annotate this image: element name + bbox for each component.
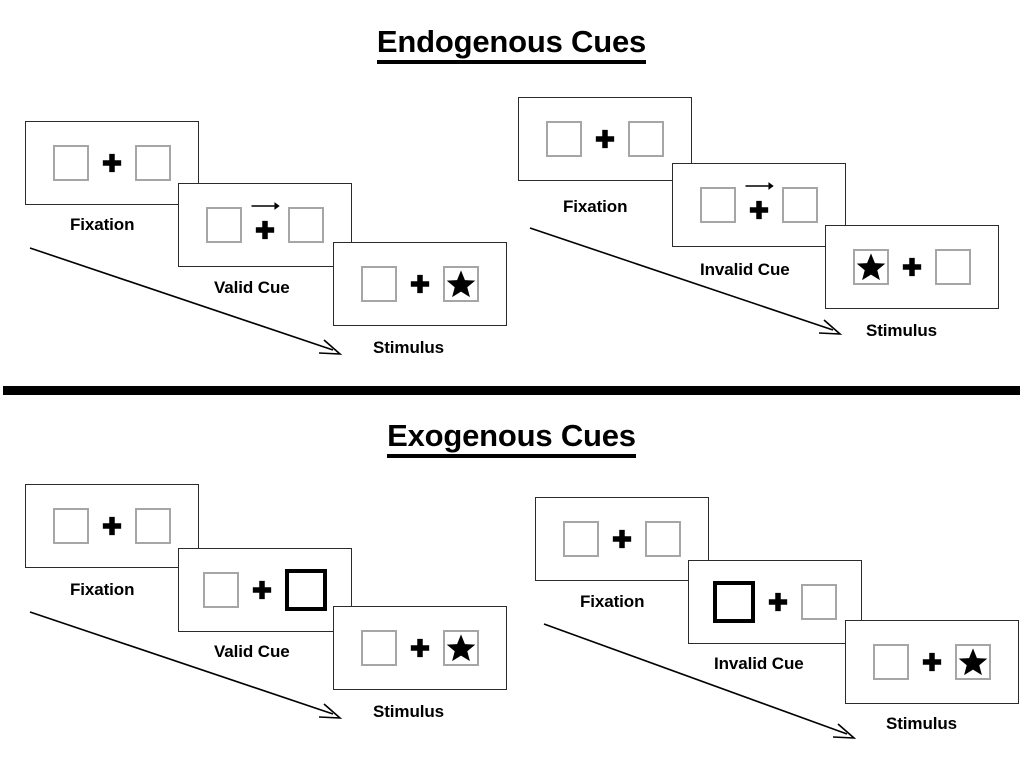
caption-exo-valid-stimulus: Stimulus xyxy=(373,702,444,721)
placeholder-box-left xyxy=(53,508,89,544)
panel-endo-invalid-stimulus xyxy=(825,225,999,309)
section-title-exogenous-text: Exogenous Cues xyxy=(387,418,636,458)
caption-exo-invalid-stimulus: Stimulus xyxy=(886,714,957,733)
fixation-cross-icon xyxy=(768,592,788,612)
fixation-cross-icon xyxy=(410,638,430,658)
fixation-cross-icon xyxy=(410,274,430,294)
fixation-cross-icon xyxy=(102,153,122,173)
panel-content xyxy=(536,498,708,580)
placeholder-box-right xyxy=(645,521,681,557)
placeholder-box-left xyxy=(203,572,239,608)
placeholder-box-right xyxy=(935,249,971,285)
caption-endo-invalid-stimulus: Stimulus xyxy=(866,321,937,340)
placeholder-box-left xyxy=(563,521,599,557)
star-icon xyxy=(958,648,988,676)
panel-endo-invalid-fixation xyxy=(518,97,692,181)
placeholder-box-right xyxy=(628,121,664,157)
time-flow-arrow-exo-valid xyxy=(29,611,343,719)
placeholder-box-right xyxy=(782,187,818,223)
placeholder-box-right xyxy=(135,145,171,181)
fixation-cross-icon xyxy=(612,529,632,549)
panel-content xyxy=(334,243,506,325)
fixation-cross-icon xyxy=(902,257,922,277)
placeholder-box-right-with-star xyxy=(443,266,479,302)
placeholder-box-left xyxy=(361,630,397,666)
fixation-center xyxy=(909,636,955,688)
panel-content xyxy=(26,122,198,204)
placeholder-box-right-with-star xyxy=(955,644,991,680)
panel-exo-valid-stimulus xyxy=(333,606,507,690)
panel-content xyxy=(846,621,1018,703)
panel-content xyxy=(689,561,861,643)
arrow-right-icon xyxy=(745,182,774,190)
section-title-endogenous: Endogenous Cues xyxy=(0,24,1023,64)
section-title-exogenous: Exogenous Cues xyxy=(0,418,1023,458)
fixation-cross-icon xyxy=(102,516,122,536)
star-icon xyxy=(446,270,476,298)
placeholder-box-left xyxy=(53,145,89,181)
panel-exo-valid-fixation xyxy=(25,484,199,568)
star-icon xyxy=(856,253,886,281)
fixation-center xyxy=(239,564,285,616)
caption-exo-invalid-cue: Invalid Cue xyxy=(714,654,804,673)
caption-endo-valid-fixation: Fixation xyxy=(70,215,135,234)
placeholder-box-left-cued xyxy=(713,581,755,623)
placeholder-box-right xyxy=(801,584,837,620)
fixation-center xyxy=(397,258,443,310)
fixation-center xyxy=(397,622,443,674)
placeholder-box-right-with-star xyxy=(443,630,479,666)
fixation-cross-icon xyxy=(922,652,942,672)
caption-exo-valid-fixation: Fixation xyxy=(70,580,135,599)
caption-endo-invalid-fixation: Fixation xyxy=(563,197,628,216)
star-icon xyxy=(446,634,476,662)
panel-endo-valid-fixation xyxy=(25,121,199,205)
caption-endo-invalid-cue: Invalid Cue xyxy=(700,260,790,279)
panel-endo-invalid-cue xyxy=(672,163,846,247)
fixation-center xyxy=(889,241,935,293)
fixation-cross-icon xyxy=(255,220,275,239)
caption-endo-valid-stimulus: Stimulus xyxy=(373,338,444,357)
fixation-center xyxy=(89,500,135,552)
placeholder-box-left xyxy=(700,187,736,223)
placeholder-box-left xyxy=(206,207,242,243)
fixation-cross-icon xyxy=(595,129,615,149)
fixation-center xyxy=(736,179,782,231)
panel-content xyxy=(673,164,845,246)
panel-endo-valid-stimulus xyxy=(333,242,507,326)
fixation-cross-icon xyxy=(749,200,769,219)
placeholder-box-right xyxy=(288,207,324,243)
placeholder-box-left-with-star xyxy=(853,249,889,285)
fixation-center xyxy=(599,513,645,565)
panel-exo-valid-cue xyxy=(178,548,352,632)
placeholder-box-right-cued xyxy=(285,569,327,611)
caption-exo-valid-cue: Valid Cue xyxy=(214,642,290,661)
panel-content xyxy=(26,485,198,567)
fixation-cross-icon xyxy=(252,580,272,600)
section-title-endogenous-text: Endogenous Cues xyxy=(376,24,646,64)
placeholder-box-left xyxy=(873,644,909,680)
panel-content xyxy=(179,184,351,266)
panel-exo-invalid-fixation xyxy=(535,497,709,581)
placeholder-box-left xyxy=(361,266,397,302)
placeholder-box-left xyxy=(546,121,582,157)
panel-content xyxy=(519,98,691,180)
fixation-center xyxy=(242,199,288,251)
panel-content xyxy=(334,607,506,689)
time-flow-arrow-endo-valid xyxy=(29,247,343,355)
panel-endo-valid-cue xyxy=(178,183,352,267)
panel-content xyxy=(179,549,351,631)
placeholder-box-right xyxy=(135,508,171,544)
fixation-center xyxy=(89,137,135,189)
time-flow-arrow-exo-invalid xyxy=(543,623,857,739)
panel-content xyxy=(826,226,998,308)
caption-exo-invalid-fixation: Fixation xyxy=(580,592,645,611)
arrow-right-icon xyxy=(251,202,280,210)
panel-exo-invalid-cue xyxy=(688,560,862,644)
section-divider xyxy=(3,386,1020,395)
caption-endo-valid-cue: Valid Cue xyxy=(214,278,290,297)
time-flow-arrow-endo-invalid xyxy=(529,227,843,335)
panel-exo-invalid-stimulus xyxy=(845,620,1019,704)
fixation-center xyxy=(582,113,628,165)
fixation-center xyxy=(755,576,801,628)
